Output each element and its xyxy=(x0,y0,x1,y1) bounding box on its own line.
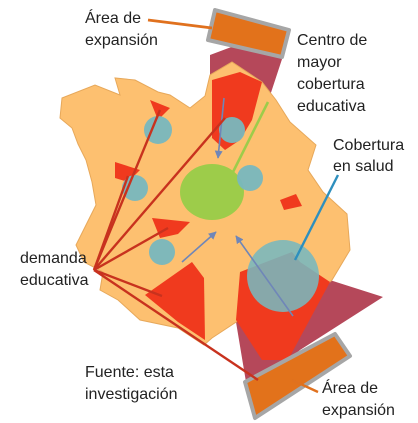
health-circle-large xyxy=(247,240,319,312)
flow-arrow-top xyxy=(214,97,225,159)
health-leader xyxy=(293,174,340,261)
demand-leader-5 xyxy=(93,268,163,298)
label-demand-line2: educativa xyxy=(20,272,89,289)
health-circle-3 xyxy=(122,175,148,201)
demand-leader-2 xyxy=(92,175,130,271)
label-demand-line1: demanda xyxy=(20,250,87,267)
demand-patch-small-2 xyxy=(115,162,140,182)
label-expansion-top-line1: Área de xyxy=(85,10,142,27)
label-center-line2: mayor xyxy=(297,54,342,71)
expansion-top-leader xyxy=(147,18,213,30)
label-source-line1: Fuente: esta xyxy=(85,364,174,381)
health-circle-4 xyxy=(237,165,263,191)
health-circle-2 xyxy=(219,117,245,143)
health-circle-5 xyxy=(149,239,175,265)
label-expansion-bottom-line2: expansión xyxy=(322,402,395,419)
label-source-line2: investigación xyxy=(85,386,178,403)
demand-leader-4 xyxy=(93,226,169,272)
center-leader xyxy=(226,101,270,183)
label-expansion-bottom-line1: Área de xyxy=(322,380,379,397)
label-health-line2: en salud xyxy=(333,158,394,175)
label-health-line1: Cobertura xyxy=(333,137,405,154)
demand-zone-left xyxy=(145,262,205,340)
label-center-line4: educativa xyxy=(297,98,366,115)
health-circle-1 xyxy=(144,116,172,144)
expansion-bottom-leader xyxy=(291,378,319,394)
demand-patch-small-4 xyxy=(280,194,302,210)
expansion-box-bottom xyxy=(243,332,352,420)
demand-leader-1 xyxy=(92,109,162,271)
flow-arrow-left xyxy=(181,231,217,263)
education-center-circle xyxy=(180,164,244,220)
demand-leader-3 xyxy=(93,117,226,271)
demand-leader-6 xyxy=(93,269,259,381)
label-center-line1: Centro de xyxy=(297,32,368,49)
label-expansion-top-line2: expansión xyxy=(85,32,158,49)
flow-arrow-right xyxy=(235,235,294,317)
label-center-line3: cobertura xyxy=(297,76,365,93)
expansion-box-top xyxy=(206,8,291,59)
